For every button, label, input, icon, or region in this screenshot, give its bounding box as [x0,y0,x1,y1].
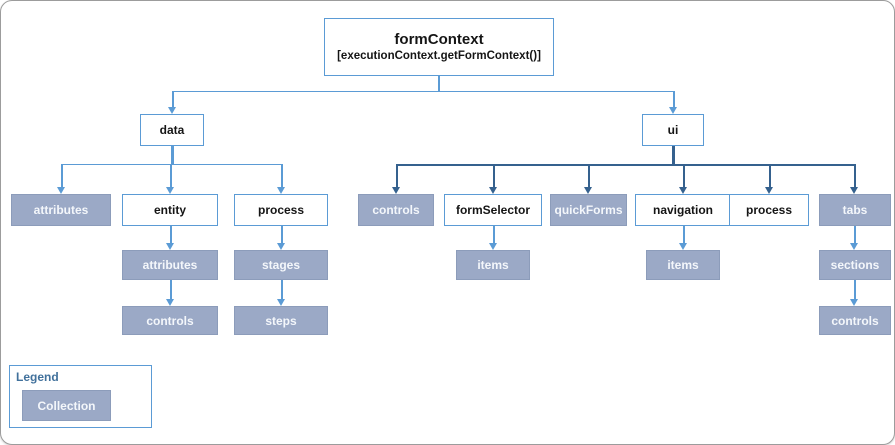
connector-arrow [678,187,687,194]
connector-arrow [56,187,65,194]
node-tabs-controls-label: controls [831,313,879,328]
connector-arrow [849,299,858,306]
node-entity-attributes-label: attributes [142,258,198,272]
node-entity-attributes: attributes [122,250,218,280]
node-quickforms: quickForms [550,194,627,226]
node-entity-controls-label: controls [146,313,194,328]
connector-line [172,90,674,92]
node-formcontext-sublabel: [executionContext.getFormContext()] [337,50,541,62]
connector-arrow [583,187,592,194]
node-process-stages: stages [234,250,328,280]
connector-line [61,163,282,165]
connector-arrow [849,187,858,194]
connector-line [854,280,856,299]
connector-arrow [167,107,176,114]
node-process-steps: steps [234,306,328,335]
legend: Legend Collection [9,365,152,428]
connector-line [683,226,685,243]
node-tabs-label: tabs [842,203,868,217]
connector-line [170,226,172,243]
connector-arrow [488,187,497,194]
connector-arrow [276,187,285,194]
connector-line [396,163,398,188]
node-tabs-sections-label: sections [830,258,880,272]
node-navigation-items-label: items [667,258,699,272]
node-formselector-label: formSelector [455,203,531,217]
connector-line [854,163,856,188]
node-formselector: formSelector [444,194,542,226]
legend-collection-label: Collection [37,398,96,413]
connector-line [588,163,590,188]
connector-arrow [165,187,174,194]
node-formcontext-label: formContext [394,31,484,48]
node-process-steps-label: steps [265,313,297,328]
node-ui: ui [642,114,704,146]
connector-line [438,76,440,91]
connector-line [769,163,771,188]
connector-line [673,90,675,108]
node-process-stages-label: stages [261,258,301,272]
connector-arrow [165,299,174,306]
node-data-process: process [234,194,328,226]
connector-arrow [488,243,497,250]
connector-line [61,163,63,188]
connector-arrow [165,243,174,250]
node-data: data [140,114,204,146]
connector-arrow [668,107,677,114]
node-quickforms-label: quickForms [554,203,623,217]
node-data-attributes-label: attributes [33,203,89,217]
connector-line [854,226,856,243]
legend-title: Legend [16,370,59,384]
node-tabs-sections: sections [819,250,891,280]
node-data-process-label: process [257,203,305,217]
node-navigation-items: items [646,250,720,280]
connector-line [672,146,675,165]
node-ui-label: ui [667,123,679,137]
connector-arrow [764,187,773,194]
node-data-label: data [159,123,185,137]
connector-line [396,163,855,166]
node-ui-process-label: process [745,203,793,217]
node-navigation: navigation [635,194,731,226]
connector-line [281,226,283,243]
connector-arrow [276,243,285,250]
node-navigation-label: navigation [652,203,713,217]
legend-collection-swatch: Collection [22,390,111,421]
node-entity-controls: controls [122,306,218,335]
node-ui-process: process [729,194,809,226]
connector-line [170,280,172,299]
connector-line [281,163,283,188]
node-formselector-items: items [456,250,530,280]
connector-line [171,146,174,165]
connector-arrow [849,243,858,250]
connector-arrow [391,187,400,194]
node-data-attributes: attributes [11,194,111,226]
connector-line [172,90,174,108]
node-ui-controls: controls [358,194,434,226]
connector-line [683,163,685,188]
node-tabs-controls: controls [819,306,891,335]
connector-arrow [678,243,687,250]
connector-line [493,163,495,188]
connector-line [281,280,283,299]
node-ui-controls-label: controls [372,203,420,217]
connector-arrow [276,299,285,306]
node-entity: entity [122,194,218,226]
node-tabs: tabs [819,194,891,226]
node-formselector-items-label: items [477,258,509,272]
node-entity-label: entity [153,203,186,217]
connector-line [170,163,172,188]
node-formcontext: formContext [executionContext.getFormCon… [324,18,554,76]
connector-line [493,226,495,243]
